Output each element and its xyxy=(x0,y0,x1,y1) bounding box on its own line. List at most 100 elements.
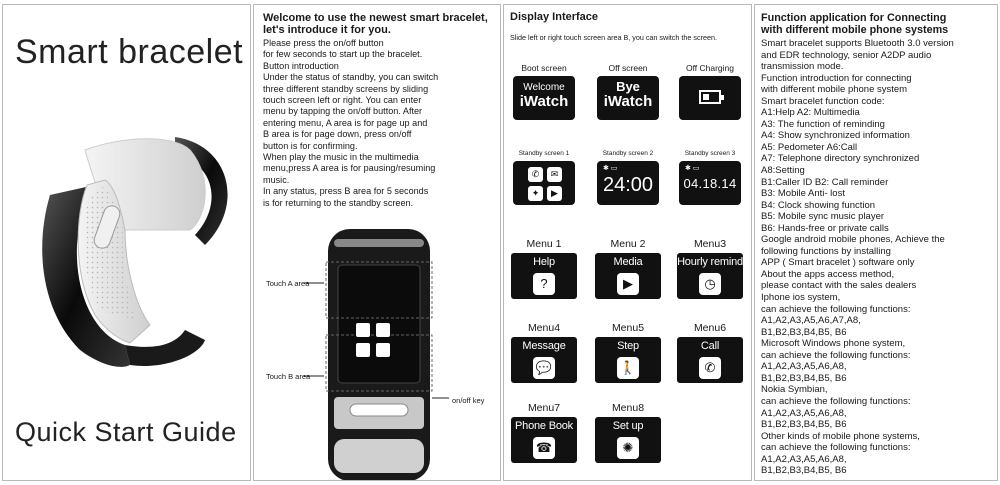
standby2-cell: Standby screen 2 ✱ ▭ 24:00 xyxy=(588,148,668,205)
play-icon: ▶ xyxy=(617,273,639,295)
text-line: touch screen left or right. You can ente… xyxy=(263,95,422,106)
heading-line: Function application for Connecting xyxy=(761,12,947,24)
heading-line: Welcome to use the newest smart bracelet… xyxy=(263,12,488,24)
battery-icon xyxy=(699,90,724,104)
standby3-screen: ✱ ▭ 04.18.14 xyxy=(679,161,741,205)
text-line: A5: Pedometer A6:Call xyxy=(761,141,858,153)
charging-screen-cell: Off Charging xyxy=(670,63,750,120)
off-line2: iWatch xyxy=(603,93,653,110)
menu-title: Help xyxy=(533,256,555,268)
text-line: music. xyxy=(263,174,290,185)
standby1-screen: ✆ ✉ ✦ ▶ xyxy=(513,161,575,205)
onoff-key-label: on/off key xyxy=(452,396,485,405)
text-line: B1,B2,B3,B4,B5, B6 xyxy=(761,465,847,477)
product-title: Smart bracelet xyxy=(15,33,244,71)
text-line: A4: Show synchronized information xyxy=(761,130,910,142)
text-line: can achieve the following functions: xyxy=(761,303,911,315)
off-screen-cell: Off screen Bye iWatch xyxy=(588,63,668,120)
menu-cell: Menu 1 Help? xyxy=(504,237,584,299)
cover-panel: Smart bracelet Quick Start Guide xyxy=(2,4,251,481)
standby2-time: 24:00 xyxy=(602,174,654,196)
menu-title: Media xyxy=(613,256,643,268)
text-line: three different standby screens by slidi… xyxy=(263,83,429,94)
menu-screen: Phone Book ☎ xyxy=(511,417,577,463)
text-line: Iphone ios system, xyxy=(761,292,841,304)
menu-screen: Help? xyxy=(511,253,577,299)
chat-bubble-icon: 💬 xyxy=(533,357,555,379)
boot-screen-cell: Boot screen Welcome iWatch xyxy=(504,63,584,120)
question-icon: ? xyxy=(533,273,555,295)
phonebook-icon: ☎ xyxy=(533,437,555,459)
text-line: Nokia Symbian, xyxy=(761,384,828,396)
standby1-label: Standby screen 1 xyxy=(518,150,570,157)
text-line: B1,B2,B3,B4,B5, B6 xyxy=(761,419,847,431)
boot-screen: Welcome iWatch xyxy=(513,76,575,120)
heading-line: with different mobile phone systems xyxy=(761,24,949,36)
boot-line2: iWatch xyxy=(519,93,569,110)
text-line: A1,A2,A3,A5,A6,A8, xyxy=(761,453,847,465)
text-line: A1:Help A2: Multimedia xyxy=(761,107,860,119)
standby3-date: 04.18.14 xyxy=(683,176,737,191)
bluetooth-icon: ✱ ▭ xyxy=(685,165,700,172)
text-line: Google android mobile phones, Achieve th… xyxy=(761,234,945,246)
heading-line: let's introduce it for you. xyxy=(263,24,391,36)
text-line: Function introduction for connecting xyxy=(761,72,912,84)
menu-label: Menu8 xyxy=(611,402,645,414)
off-screen-label: Off screen xyxy=(608,63,648,73)
display-subheading: Slide left or right touch screen area B,… xyxy=(510,33,717,42)
menu-title: Phone Book xyxy=(515,420,573,432)
text-line: is for returning to the standby screen. xyxy=(263,197,414,208)
text-line: When play the music in the multimedia xyxy=(263,152,419,163)
menu-label: Menu5 xyxy=(611,322,645,334)
text-line: Smart bracelet supports Bluetooth 3.0 ve… xyxy=(761,38,954,49)
text-line: menu by tapping the on/off button. After xyxy=(263,106,423,117)
text-line: B3: Mobile Anti- lost xyxy=(761,188,845,200)
bluetooth-icon: ✱ ▭ xyxy=(603,165,618,172)
text-line: please contact with the sales dealers xyxy=(761,280,917,292)
text-line: A8:Setting xyxy=(761,165,805,177)
standby2-label: Standby screen 2 xyxy=(602,150,654,157)
menu-label: Menu 1 xyxy=(526,238,562,250)
menu-screen: Step🚶 xyxy=(595,337,661,383)
function-body: Smart bracelet supports Bluetooth 3.0 ve… xyxy=(761,38,997,477)
menu-screen: Message💬 xyxy=(511,337,577,383)
function-heading: Function application for Connecting with… xyxy=(761,12,997,36)
standby1-cell: Standby screen 1 ✆ ✉ ✦ ▶ xyxy=(504,148,584,205)
menu-label: Menu6 xyxy=(693,322,727,334)
text-line: Button introduction xyxy=(263,60,339,71)
text-line: In any status, press B area for 5 second… xyxy=(263,186,429,197)
bracelet-image xyxy=(42,137,228,367)
text-line: B area is for page down, press on/off xyxy=(263,129,412,140)
menu-title: Set up xyxy=(612,420,644,432)
menu-label: Menu3 xyxy=(693,238,727,250)
display-heading: Display Interface xyxy=(510,11,599,23)
text-line: for few seconds to start up the bracelet… xyxy=(263,49,423,60)
chat-bubble-icon: ✉ xyxy=(547,167,562,182)
text-line: button is for confirming. xyxy=(263,140,358,151)
menu-screen: Media ▶ xyxy=(595,253,661,299)
text-line: A1,A2,A3,A5,A6,A8, xyxy=(761,361,847,373)
off-screen: Bye iWatch xyxy=(597,76,659,120)
text-line: following functions by installing xyxy=(761,245,891,257)
standby3-label: Standby screen 3 xyxy=(684,150,736,157)
touch-b-label: Touch B area xyxy=(266,372,311,381)
gear-sun-icon: ✺ xyxy=(617,437,639,459)
text-line: A1,A2,A3,A5,A6,A7,A8, xyxy=(761,315,861,327)
welcome-heading: Welcome to use the newest smart bracelet… xyxy=(263,12,499,36)
menu-screen: Set up ✺ xyxy=(595,417,661,463)
text-line: can achieve the following functions: xyxy=(761,442,911,454)
text-line: can achieve the following functions: xyxy=(761,395,911,407)
function-application-panel: Function application for Connecting with… xyxy=(754,4,998,481)
text-line: transmission mode. xyxy=(761,61,844,73)
text-line: A7: Telephone directory synchronized xyxy=(761,153,920,165)
text-line: with different mobile phone system xyxy=(761,84,908,96)
intro-panel: Welcome to use the newest smart bracelet… xyxy=(253,4,501,481)
text-line: can achieve the following functions: xyxy=(761,349,911,361)
play-icon: ▶ xyxy=(547,186,562,201)
menu-label: Menu4 xyxy=(527,322,561,334)
clock-icon: ◷ xyxy=(699,273,721,295)
